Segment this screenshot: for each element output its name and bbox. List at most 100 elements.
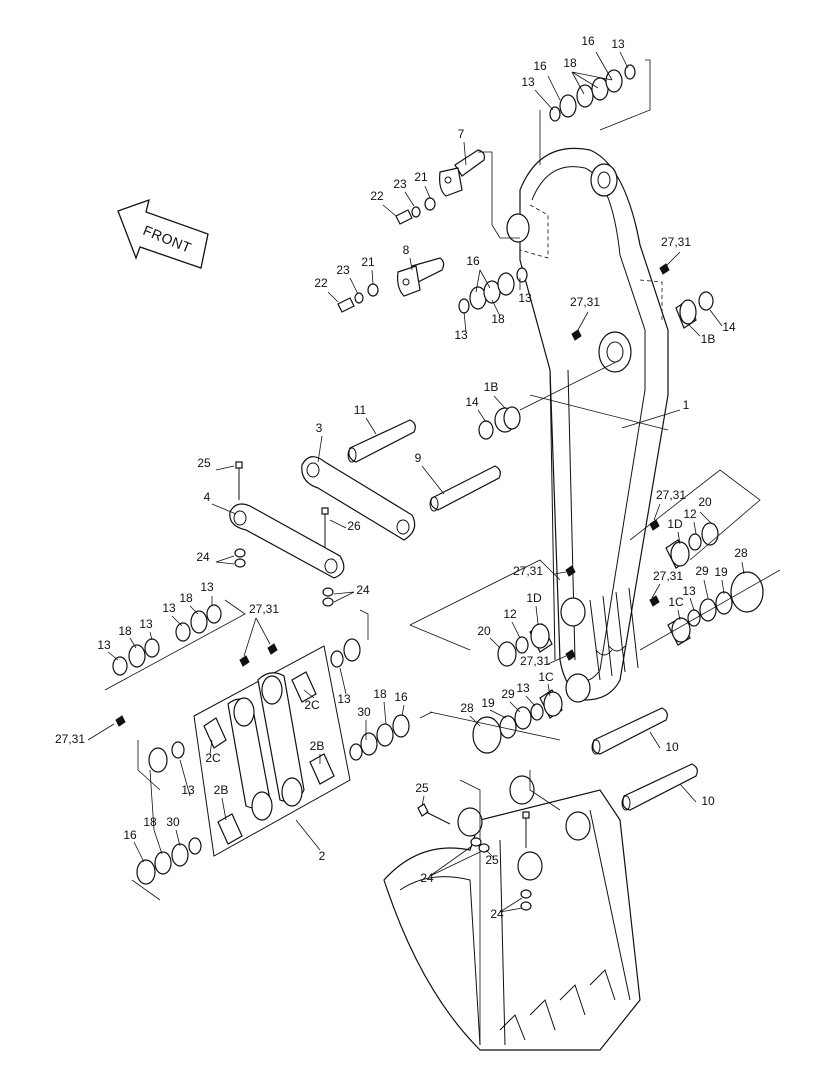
part-label-l71: 25 bbox=[415, 781, 429, 795]
part-label-l35: 28 bbox=[734, 546, 748, 560]
part-label-l57: 13 bbox=[337, 692, 351, 706]
part-label-l34: 1D bbox=[667, 517, 683, 531]
part-label-l06: 7 bbox=[458, 127, 465, 141]
part-label-l46: 1C bbox=[668, 595, 684, 609]
pin-11 bbox=[347, 419, 416, 463]
part-label-l28: 25 bbox=[197, 456, 211, 470]
part-label-l13: 21 bbox=[361, 255, 375, 269]
washer-stack-1d-right bbox=[629, 469, 761, 569]
part-label-l21: 1B bbox=[701, 332, 716, 346]
part-label-l62: 28 bbox=[460, 701, 474, 715]
part-label-l14: 23 bbox=[336, 263, 350, 277]
part-label-l68: 2C bbox=[205, 751, 221, 765]
part-label-l78: 24 bbox=[420, 871, 434, 885]
part-label-l26: 3 bbox=[316, 421, 323, 435]
part-label-l59: 16 bbox=[394, 690, 408, 704]
part-label-l41: 13 bbox=[682, 584, 696, 598]
part-label-l22: 1B bbox=[484, 380, 499, 394]
part-label-l43: 13 bbox=[200, 580, 214, 594]
part-label-l10: 27,31 bbox=[661, 235, 691, 249]
part-label-l25: 11 bbox=[354, 403, 367, 417]
washer-stack-top bbox=[539, 59, 651, 165]
part-label-l72: 10 bbox=[701, 794, 715, 808]
pin-7 bbox=[439, 149, 520, 239]
link-assembly-2 bbox=[193, 645, 351, 857]
part-label-l49: 12 bbox=[503, 607, 517, 621]
bolt-26 bbox=[321, 507, 334, 607]
part-label-l05: 13 bbox=[521, 75, 535, 89]
part-label-l70: 2B bbox=[214, 783, 229, 797]
part-label-l09: 22 bbox=[370, 189, 384, 203]
washer-stack-1d-left bbox=[409, 559, 561, 667]
part-label-l37: 27,31 bbox=[513, 564, 543, 578]
part-label-l16: 13 bbox=[518, 291, 532, 305]
front-arrow: FRONT bbox=[117, 198, 209, 269]
bushing-1b-right bbox=[675, 291, 714, 329]
bolt-22-upper bbox=[395, 197, 436, 225]
part-label-l69: 13 bbox=[181, 783, 195, 797]
part-label-l24: 14 bbox=[465, 395, 479, 409]
bucket bbox=[383, 770, 641, 1051]
part-label-l58: 18 bbox=[373, 687, 387, 701]
part-label-l03: 18 bbox=[563, 56, 577, 70]
part-label-l42: 24 bbox=[356, 583, 370, 597]
part-label-l48: 27,31 bbox=[249, 602, 279, 616]
part-label-l36: 24 bbox=[196, 550, 210, 564]
part-label-l27: 9 bbox=[415, 451, 422, 465]
part-label-l08: 23 bbox=[393, 177, 407, 191]
part-label-l51: 13 bbox=[139, 617, 153, 631]
part-label-l55: 1C bbox=[538, 670, 554, 684]
leader-lines bbox=[87, 51, 745, 913]
link-3 bbox=[301, 456, 416, 541]
part-label-l39: 19 bbox=[714, 565, 728, 579]
washer-stack-mid bbox=[458, 267, 528, 314]
washer-stack-left-bottom bbox=[131, 740, 202, 901]
bushing-1b-left bbox=[478, 359, 669, 440]
part-label-l56: 13 bbox=[516, 681, 530, 695]
part-label-l76: 2 bbox=[319, 849, 326, 863]
part-label-l31: 20 bbox=[698, 495, 712, 509]
washer-stack-1c-left bbox=[429, 689, 563, 754]
part-label-l60: 29 bbox=[501, 687, 515, 701]
part-label-l30: 4 bbox=[204, 490, 211, 504]
part-label-l23: 1 bbox=[683, 398, 690, 412]
part-label-l33: 26 bbox=[347, 519, 361, 533]
part-label-l01: 16 bbox=[581, 34, 595, 48]
grease-fittings bbox=[115, 263, 670, 727]
washer-stack-1c-right bbox=[639, 569, 781, 651]
part-label-l45: 1D bbox=[526, 591, 542, 605]
part-label-l79: 24 bbox=[490, 907, 504, 921]
pin-8 bbox=[397, 257, 445, 297]
part-label-l15: 22 bbox=[314, 276, 328, 290]
bolt-22-lower bbox=[337, 283, 379, 313]
pin-10-lower bbox=[621, 763, 698, 811]
bolt-25-upper bbox=[234, 461, 246, 568]
part-label-l02: 13 bbox=[611, 37, 625, 51]
part-label-l19: 14 bbox=[722, 320, 736, 334]
part-label-l65: 27,31 bbox=[55, 732, 85, 746]
part-label-l17: 27,31 bbox=[570, 295, 600, 309]
bolt-25-lower bbox=[417, 803, 532, 911]
part-label-l63: 19 bbox=[481, 696, 495, 710]
part-label-l73: 18 bbox=[143, 815, 157, 829]
part-label-l07: 21 bbox=[414, 170, 428, 184]
part-label-l66: 2B bbox=[310, 739, 325, 753]
part-label-l18: 18 bbox=[491, 312, 505, 326]
part-label-l11: 8 bbox=[403, 243, 410, 257]
part-label-l47: 13 bbox=[162, 601, 176, 615]
pin-10-upper bbox=[591, 707, 668, 755]
part-label-l67: 10 bbox=[665, 740, 679, 754]
part-label-l52: 20 bbox=[477, 624, 491, 638]
part-label-l74: 30 bbox=[166, 815, 180, 829]
part-label-l32: 12 bbox=[683, 507, 697, 521]
washer-stack-left-top bbox=[104, 599, 246, 691]
arm-body bbox=[506, 147, 669, 703]
part-label-l04: 16 bbox=[533, 59, 547, 73]
part-label-l54: 27,31 bbox=[520, 654, 550, 668]
part-label-l38: 29 bbox=[695, 564, 709, 578]
part-label-l77: 25 bbox=[485, 853, 499, 867]
pin-9 bbox=[429, 465, 501, 512]
part-label-l64: 30 bbox=[357, 705, 371, 719]
